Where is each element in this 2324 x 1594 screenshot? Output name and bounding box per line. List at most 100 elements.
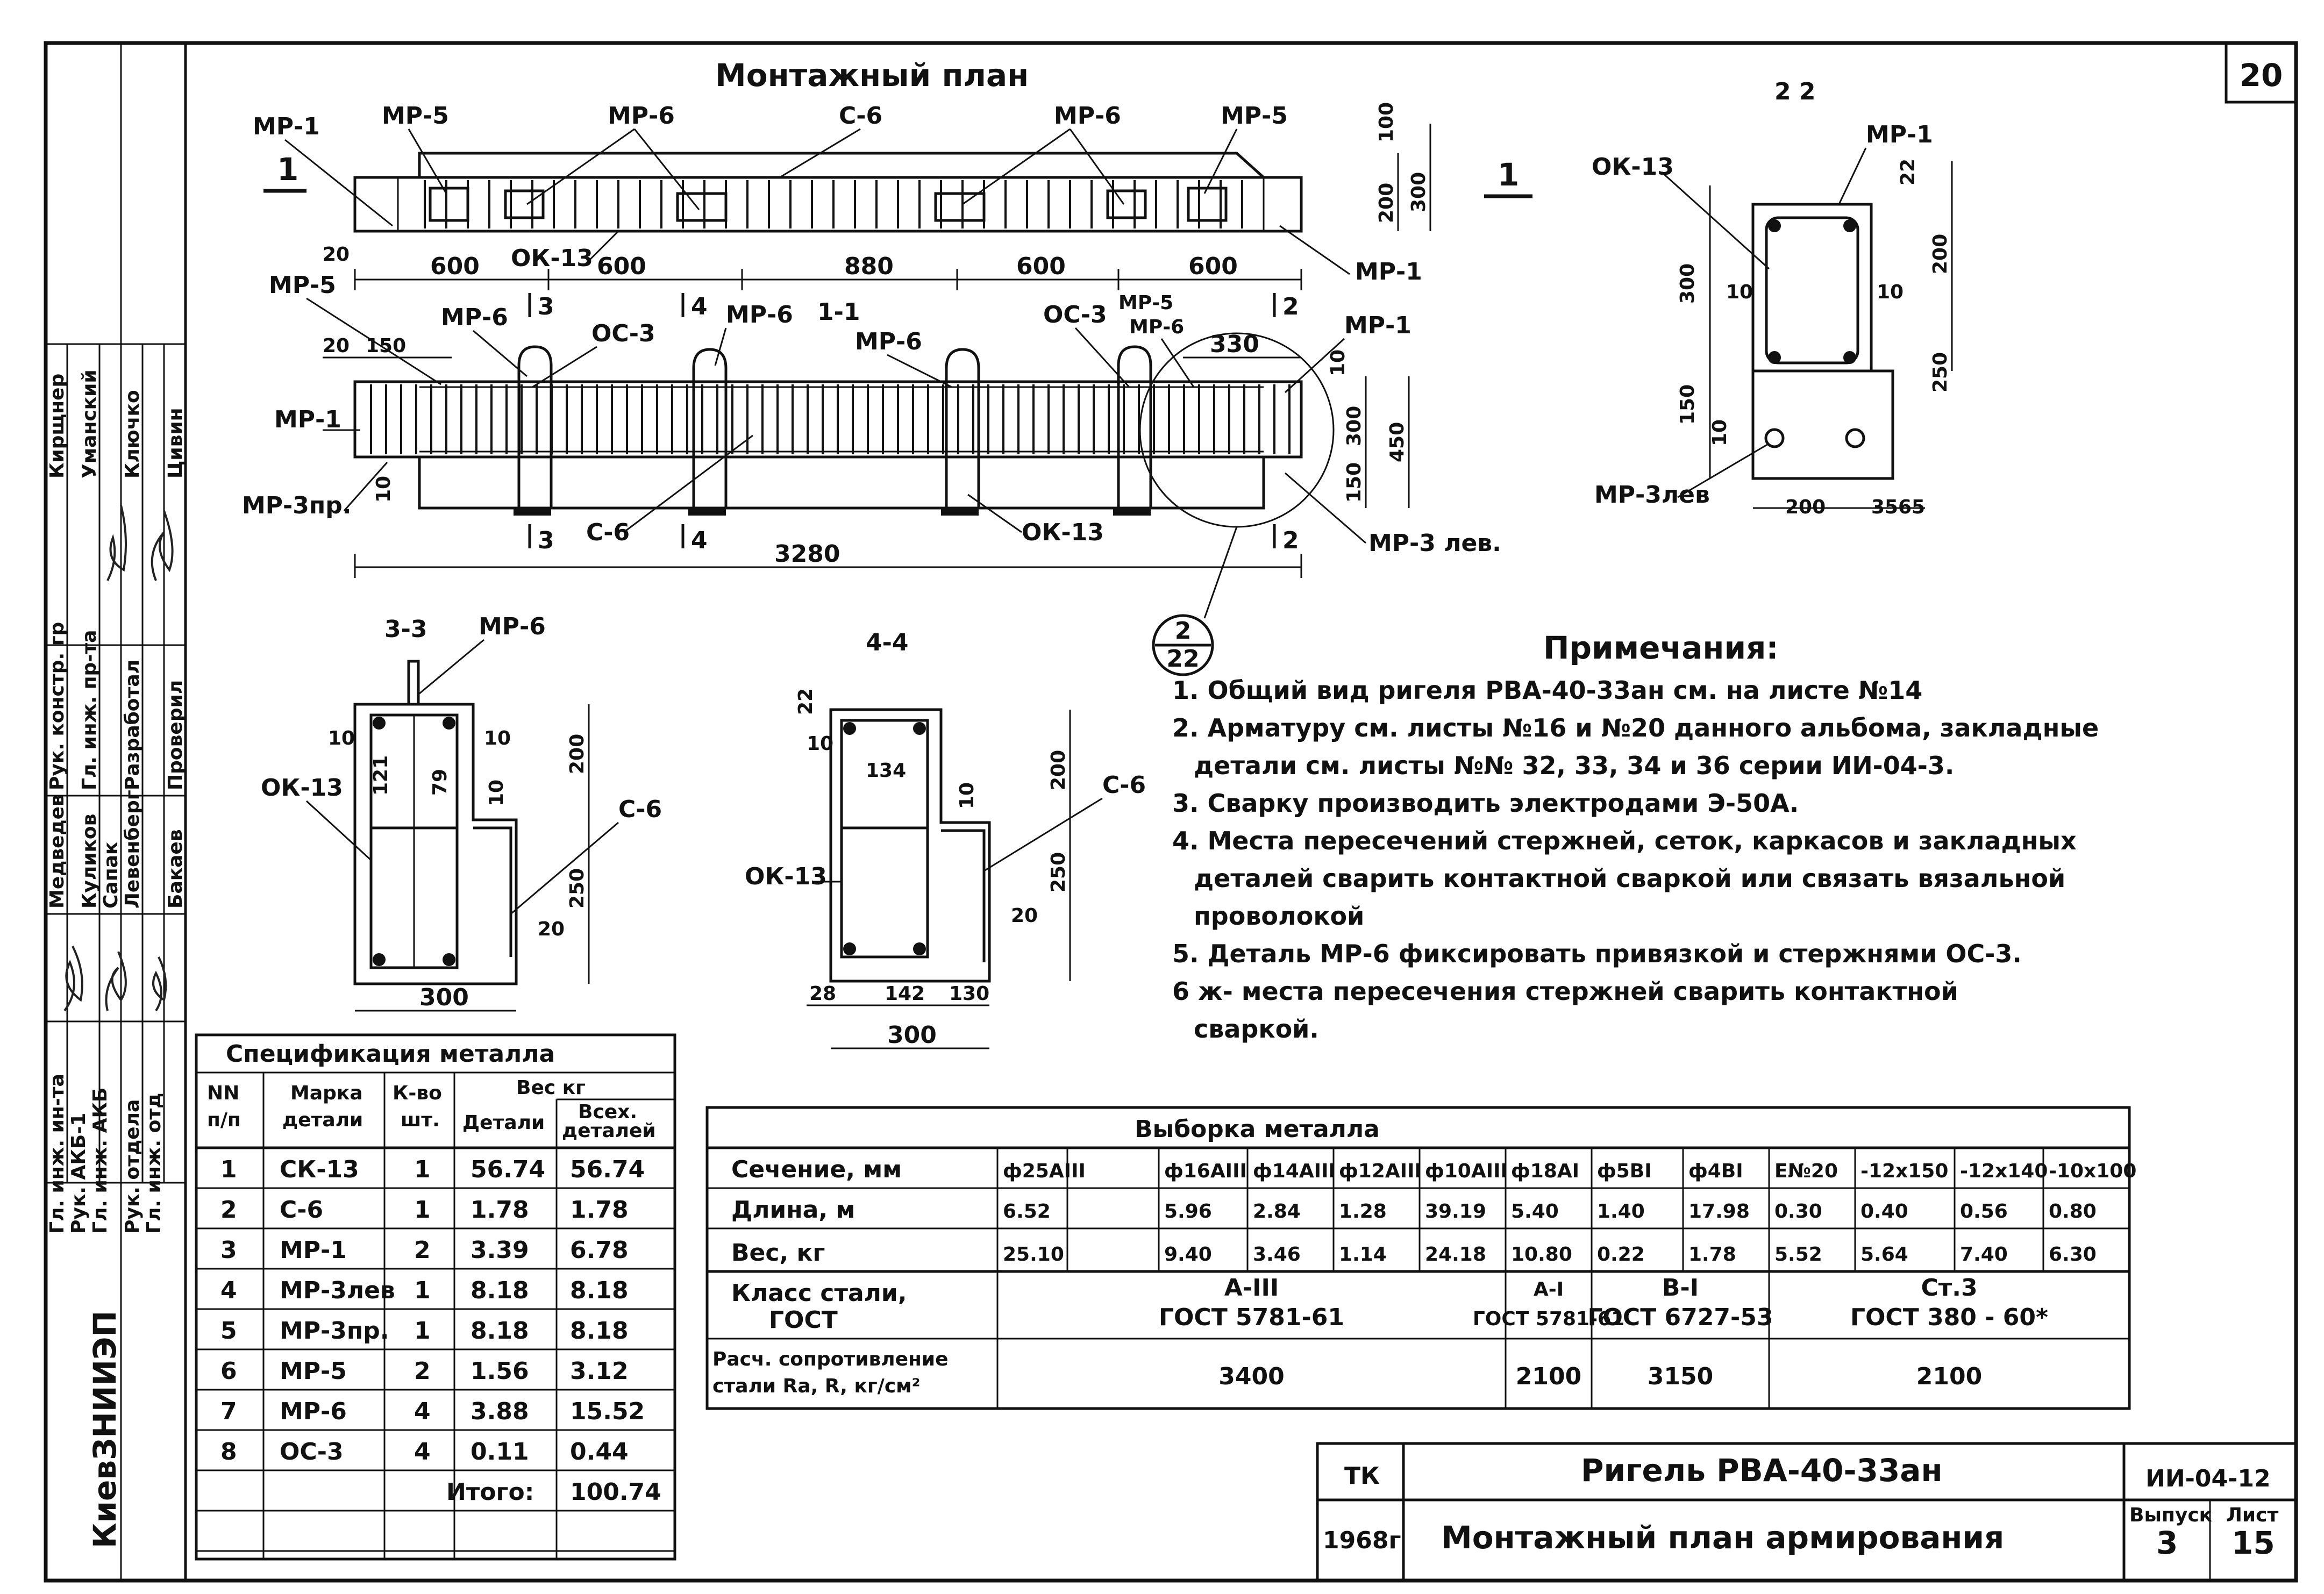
title-block: ТК 1968г Ригель РВА-40-33ан Монтажный пл…: [1316, 1442, 2298, 1582]
stamp-name: Бакаев: [165, 829, 187, 909]
dim: 300: [887, 1021, 937, 1049]
sel-class: А-III: [1224, 1274, 1279, 1302]
spec-cell-qty: 1: [414, 1156, 431, 1183]
sel-length: 0.30: [1774, 1200, 1822, 1223]
mp6-rod: [407, 660, 420, 706]
label-mp3pr: МР-3пр.: [242, 492, 352, 519]
dim-200: 200: [1785, 496, 1826, 518]
note-line: сваркой.: [1194, 1014, 1319, 1043]
note-line: 5. Деталь МР-6 фиксировать привязкой и с…: [1172, 939, 2022, 968]
sel-ra: 3400: [1218, 1363, 1284, 1390]
signature: [105, 951, 127, 1011]
spec-head-qty: К-во: [393, 1082, 442, 1104]
dim: 10: [486, 780, 508, 806]
spec-cell-n: 1: [220, 1156, 237, 1183]
spec-cell-n: 4: [220, 1277, 237, 1304]
title-subtitle: Монтажный план армирования: [1441, 1519, 2004, 1556]
label-c6: С-6: [586, 519, 630, 546]
dim-10: 10: [373, 476, 395, 503]
plate-mp6: [934, 192, 986, 222]
stamp-name: Левенберг: [122, 790, 144, 909]
stamp-name: Кирщнер: [46, 374, 68, 478]
sel-weight: 6.30: [2049, 1243, 2097, 1266]
spec-cell-n: 6: [220, 1357, 237, 1385]
section-4-4-title: 4-4: [866, 629, 909, 656]
spec-cell-w1: 1.56: [470, 1357, 529, 1385]
label-mp5: МР-5: [1118, 292, 1173, 314]
sel-weight: 0.22: [1597, 1243, 1645, 1266]
label-mp5: МР-5: [269, 271, 336, 299]
dim-150: 150: [366, 335, 406, 357]
spec-cell-w1: 8.18: [470, 1317, 529, 1345]
spec-cell-w2: 3.12: [570, 1357, 629, 1385]
cut-mark: 2: [1282, 527, 1299, 554]
sel-gost: ГОСТ 5781-61: [1159, 1304, 1344, 1331]
side-stamp: Гл. инж. ин-та Рук. АКБ-1 Гл. инж. АКБ Р…: [46, 343, 187, 1548]
sel-length: 1.40: [1597, 1200, 1645, 1223]
cut-mark: 3: [538, 293, 554, 320]
spec-cell-mark: СК-13: [280, 1156, 359, 1183]
label-c6: С-6: [1102, 771, 1146, 799]
label-mp6: МР-6: [608, 102, 675, 130]
label-ok13: ОК-13: [261, 774, 343, 802]
spec-head-qty2: шт.: [401, 1109, 440, 1131]
label-mp3lev: МР-3лев: [1594, 481, 1710, 509]
cut-mark: 2: [1282, 293, 1299, 320]
label-mp1: МР-1: [253, 113, 320, 140]
dim-22: 22: [1897, 159, 1919, 185]
sel-section: Е№20: [1774, 1160, 1838, 1182]
sel-section: ф12АIII: [1339, 1160, 1422, 1182]
dim: 121: [370, 755, 392, 796]
dim: 250: [566, 868, 588, 909]
selection-row-label: Длина, м: [731, 1196, 855, 1224]
dim-65: 65: [1898, 496, 1925, 518]
label-ok13: ОК-13: [1592, 153, 1674, 181]
sel-length: 0.56: [1960, 1200, 2008, 1223]
plate: [514, 508, 551, 516]
spec-cell-n: 7: [220, 1398, 237, 1425]
dim: 10: [807, 733, 833, 755]
dim-v: 150: [1343, 462, 1365, 503]
plate: [688, 508, 726, 516]
spec-table: Спецификация металла NN п/п Марка детали…: [195, 1033, 676, 1561]
section-mark-1: 1: [277, 151, 298, 188]
spec-total-label: Итого:: [446, 1478, 534, 1506]
sel-gost: ГОСТ 6727-53: [1587, 1304, 1773, 1331]
label-mp6: МР-6: [479, 613, 546, 640]
sel-class: Ст.3: [1921, 1274, 1977, 1302]
sel-section: ф14АIII: [1253, 1160, 1336, 1182]
section-1-1-title: 1-1: [817, 298, 860, 326]
sel-weight: 24.18: [1425, 1243, 1486, 1266]
plate-mp5: [429, 187, 469, 222]
dim-v: 450: [1386, 422, 1408, 462]
dim: 134: [866, 760, 906, 782]
plate-mp6: [676, 192, 728, 222]
dim-total-length: 3280: [774, 540, 840, 568]
dim: 142: [885, 983, 925, 1005]
dim: 200: [566, 734, 588, 774]
spec-head-weight: Вес кг: [516, 1077, 586, 1099]
spec-head-pp: п/п: [207, 1109, 241, 1131]
dim-v: 10: [1327, 349, 1349, 376]
spec-cell-w2: 6.78: [570, 1236, 629, 1264]
spec-head-mark2: детали: [282, 1109, 363, 1131]
dim: 130: [949, 983, 989, 1005]
note-line: деталей сварить контактной сваркой или с…: [1194, 864, 2065, 893]
dim: 10: [484, 727, 511, 749]
dim: 79: [429, 769, 451, 796]
sheet-number: 20: [2240, 57, 2283, 94]
beam-elevation-lower: [418, 457, 1265, 510]
signature: [106, 505, 127, 581]
plate: [1113, 508, 1151, 516]
spec-head-mark: Марка: [290, 1082, 363, 1104]
beam-plan-outline: [353, 176, 1303, 233]
label-mp1: МР-1: [1355, 258, 1422, 285]
label-mp6: МР-6: [726, 301, 793, 328]
selection-row-label: Сечение, мм: [731, 1156, 902, 1183]
spec-cell-w1: 8.18: [470, 1277, 529, 1304]
sel-section: ф10АIII: [1425, 1160, 1508, 1182]
dim-10: 10: [1877, 281, 1904, 303]
title-org: ТК: [1344, 1462, 1380, 1490]
sel-section: -12х150: [1860, 1160, 1948, 1182]
sel-weight: 1.78: [1688, 1243, 1736, 1266]
